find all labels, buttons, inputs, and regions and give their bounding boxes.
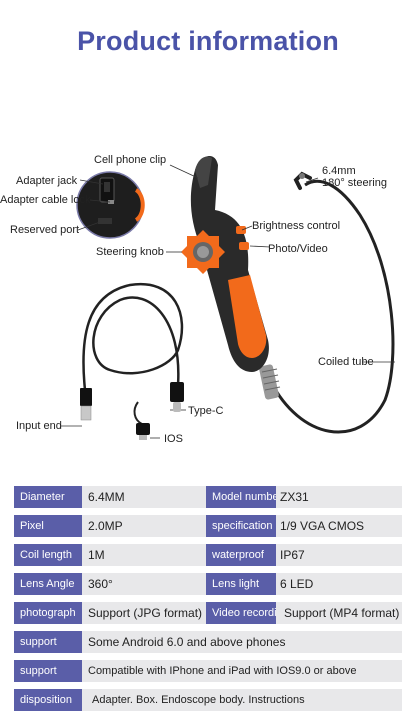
spec-value: Some Android 6.0 and above phones: [88, 635, 286, 649]
label-ios: IOS: [164, 433, 183, 445]
label-adapter-jack: Adapter jack: [16, 175, 78, 187]
spec-row: Lens Angle 360° Lens light 6 LED: [14, 573, 402, 595]
label-tip-size: 6.4mm: [322, 165, 356, 177]
photo-video-button: [239, 242, 249, 250]
phone-clip: [195, 156, 212, 188]
label-reserved-port: Reserved port: [10, 224, 80, 236]
detail-zoom-circle: [76, 171, 145, 239]
label-type-c: Type-C: [188, 405, 224, 417]
spec-label: Model numbe: [206, 486, 276, 508]
label-tip-steering: 180° steering: [322, 177, 387, 189]
spec-value: 1/9 VGA CMOS: [280, 519, 365, 533]
label-photo-video: Photo/Video: [268, 243, 328, 255]
coiled-tube-line: [268, 179, 395, 434]
spec-row: support Some Android 6.0 and above phone…: [14, 631, 402, 653]
spec-row: disposition Adapter. Box. Endoscope body…: [14, 689, 402, 711]
label-input-end: Input end: [16, 420, 62, 432]
spec-label: Pixel: [14, 515, 82, 537]
spec-label: Lens Angle: [14, 573, 82, 595]
spec-label: specification: [206, 515, 276, 537]
spec-value: ZX31: [280, 490, 309, 504]
spec-value: 6 LED: [280, 577, 314, 591]
spec-value: 6.4MM: [88, 490, 125, 504]
label-steering-knob: Steering knob: [96, 246, 164, 258]
label-coiled-tube: Coiled tube: [318, 356, 374, 368]
spec-label: Lens light: [206, 573, 276, 595]
steering-knob-icon: [181, 230, 225, 274]
spec-label: photograph: [14, 602, 82, 624]
label-cell-phone-clip: Cell phone clip: [94, 154, 167, 166]
spec-label: Diameter: [14, 486, 82, 508]
label-brightness-control: Brightness control: [252, 220, 341, 232]
spec-value: Support (MP4 format): [284, 606, 400, 620]
spec-row: support Compatible with IPhone and iPad …: [14, 660, 402, 682]
spec-row: Pixel 2.0MP specification 1/9 VGA CMOS: [14, 515, 402, 537]
spec-label: support: [14, 660, 82, 682]
spec-row: photograph Support (JPG format) Video re…: [14, 602, 402, 624]
spec-label: Coil length: [14, 544, 82, 566]
page-title: Product information: [77, 26, 339, 56]
spec-label: disposition: [14, 689, 82, 711]
camera-tip-icon: [293, 171, 312, 190]
label-adapter-cable-lock: Adapter cable lock: [0, 194, 91, 206]
spec-value: Adapter. Box. Endoscope body. Instructio…: [92, 694, 305, 706]
spec-value: Support (JPG format): [88, 606, 202, 620]
gooseneck: [259, 364, 279, 400]
type-c-plug-icon: [170, 382, 184, 412]
spec-value: IP67: [280, 548, 305, 562]
spec-value: Compatible with IPhone and iPad with IOS…: [88, 665, 357, 677]
ios-adapter-icon: [133, 401, 150, 440]
spec-row: Coil length 1M waterproof IP67: [14, 544, 402, 566]
spec-value: 1M: [88, 548, 105, 562]
brightness-button: [236, 226, 246, 234]
endoscope-illustration: [60, 155, 395, 440]
spec-label: support: [14, 631, 82, 653]
spec-label: waterproof: [206, 544, 276, 566]
spec-value: 2.0MP: [88, 519, 123, 533]
spec-value: 360°: [88, 577, 113, 591]
usb-cable: [82, 282, 184, 391]
spec-label: Video recordin: [206, 602, 276, 624]
handle-grip: [228, 275, 267, 358]
usb-a-plug-icon: [80, 388, 92, 421]
spec-row: Diameter 6.4MM Model numbe ZX31: [14, 486, 402, 508]
